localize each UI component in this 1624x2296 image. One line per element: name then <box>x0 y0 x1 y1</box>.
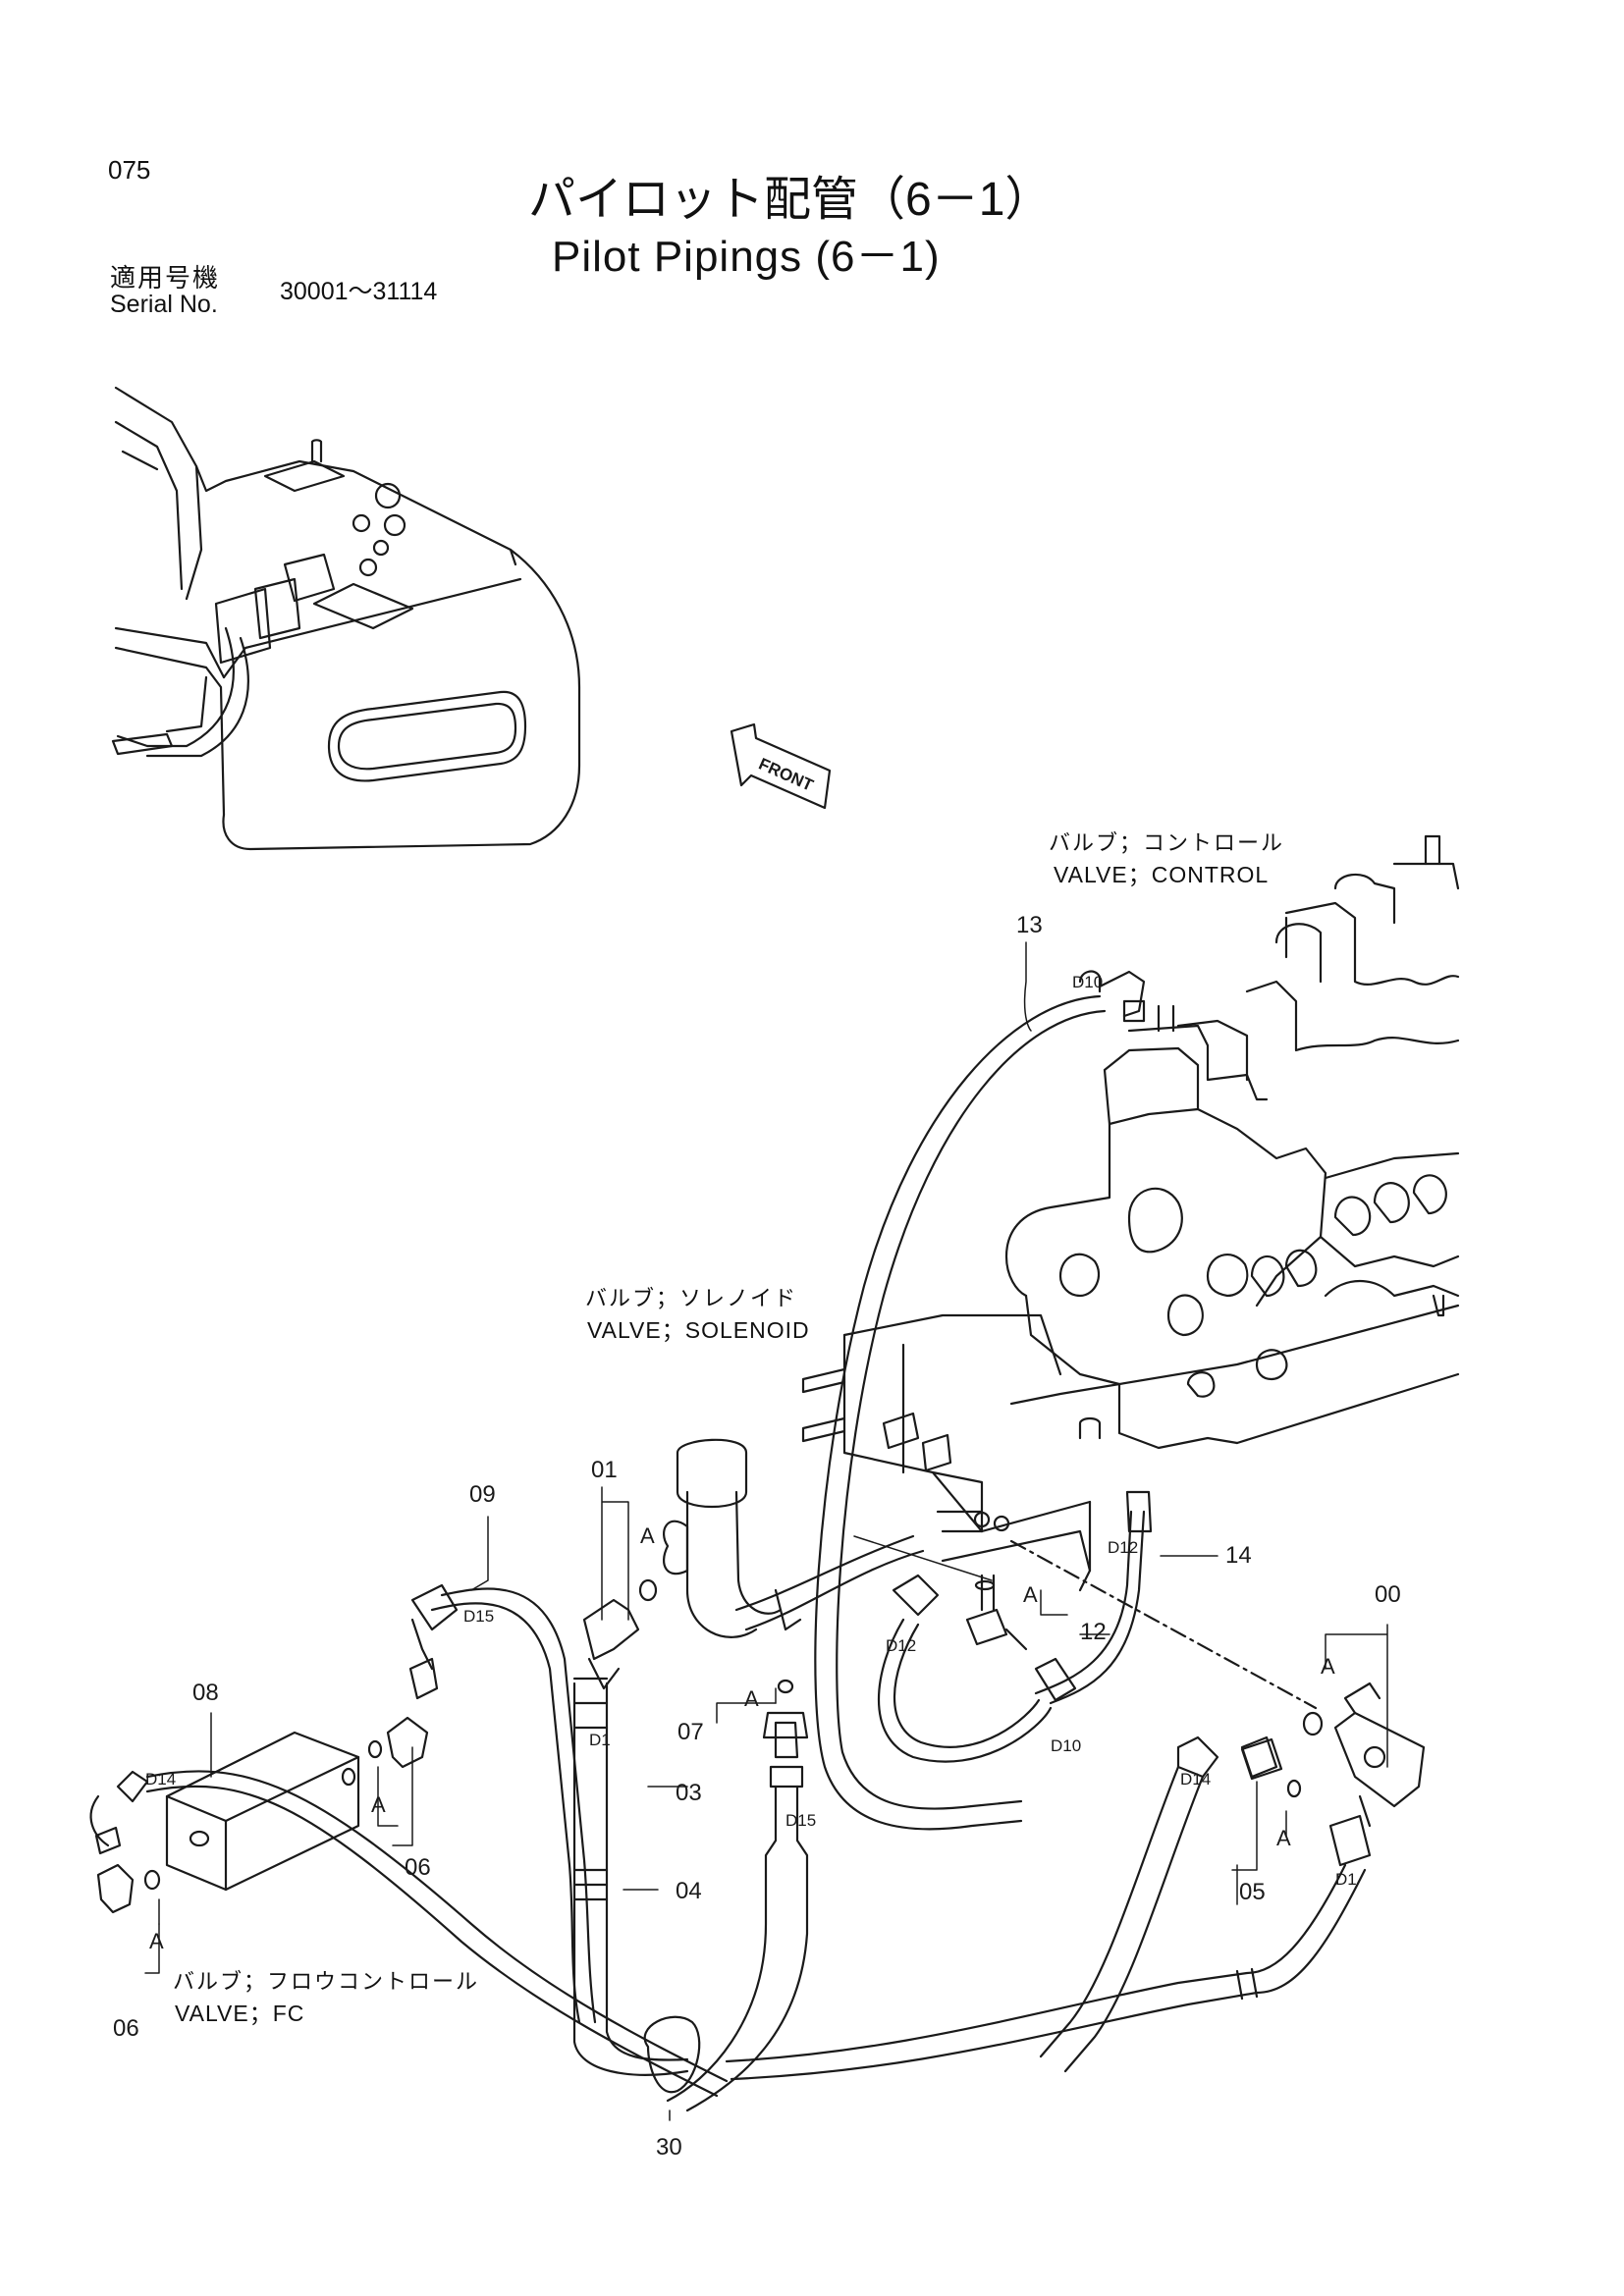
port-code-d10-top: D10 <box>1072 973 1103 991</box>
control-valve-label-japanese: バルブ；コントロール <box>1049 830 1285 855</box>
detail-mark-a-12: A <box>1023 1582 1038 1607</box>
elbow-fitting-01 <box>582 1578 658 1690</box>
centerline <box>1009 1539 1318 1710</box>
control-valve-label-english: VALVE；CONTROL <box>1054 862 1270 887</box>
detail-mark-a-05: A <box>1276 1826 1291 1850</box>
port-code-d1-03: D1 <box>589 1731 611 1749</box>
part-number-14: 14 <box>1225 1542 1252 1569</box>
port-code-d1-right: D1 <box>1335 1870 1357 1889</box>
frame-edge <box>1009 1304 1460 1406</box>
part-number-00: 00 <box>1375 1581 1401 1608</box>
tee-fitting-12 <box>965 1574 1028 1651</box>
machine-overview-illustration <box>111 386 581 851</box>
fc-valve-label-japanese: バルブ；フロウコントロール <box>173 1969 480 1994</box>
fitting-06-lower <box>96 1863 161 1914</box>
fc-valve-block <box>165 1731 360 1892</box>
detail-mark-a-06-upper: A <box>371 1792 386 1817</box>
port-code-d12-14: D12 <box>1108 1538 1138 1557</box>
clamp-30 <box>643 2015 701 2094</box>
serial-range: 30001～31114 <box>280 278 438 305</box>
port-code-d15-07: D15 <box>785 1811 816 1830</box>
port-code-d12-12: D12 <box>886 1636 916 1655</box>
part-number-06-lower: 06 <box>113 2015 139 2042</box>
detail-mark-a-01: A <box>640 1523 655 1548</box>
part-number-30: 30 <box>656 2134 682 2161</box>
page-title-japanese: パイロット配管（6－1） <box>528 174 1053 226</box>
serial-label-japanese: 適用号機 <box>110 263 221 293</box>
control-valve-body <box>1004 834 1460 1450</box>
callout-leaders <box>144 941 1388 2121</box>
fitting-07 <box>762 1679 809 1739</box>
detail-mark-a-07: A <box>744 1686 759 1711</box>
solenoid-valve-label-japanese: バルブ；ソレノイド <box>585 1286 798 1310</box>
fc-valve-label-english: VALVE；FC <box>175 2001 305 2026</box>
fitting-05 <box>1240 1737 1302 1798</box>
page-title-english: Pilot Pipings (6－1) <box>552 233 941 281</box>
part-number-03: 03 <box>676 1780 702 1806</box>
pipe-09 <box>408 1583 597 2024</box>
fitting-00 <box>1302 1682 1426 1828</box>
detail-mark-a-06-lower: A <box>149 1929 164 1953</box>
fitting-d10-top <box>1098 970 1146 1023</box>
part-number-01: 01 <box>591 1457 618 1483</box>
serial-label-english: Serial No. <box>110 291 218 318</box>
part-number-12: 12 <box>1080 1619 1107 1645</box>
port-code-d14-left: D14 <box>145 1770 176 1789</box>
port-code-d15-09: D15 <box>463 1607 494 1626</box>
port-code-d10-lower: D10 <box>1051 1736 1081 1755</box>
part-number-13: 13 <box>1016 912 1043 938</box>
fitting-06-upper <box>367 1716 429 1769</box>
port-code-d14-right: D14 <box>1180 1770 1211 1789</box>
solenoid-valve-block <box>801 1313 1092 1592</box>
pipe-13 <box>814 994 1107 1831</box>
leader-to-12 <box>853 1535 993 1581</box>
part-number-08: 08 <box>192 1680 219 1706</box>
front-direction-arrow: FRONT <box>730 722 832 810</box>
part-number-07: 07 <box>677 1719 704 1745</box>
part-number-04: 04 <box>676 1878 702 1904</box>
part-number-06-upper: 06 <box>405 1854 431 1881</box>
part-number-09: 09 <box>469 1481 496 1508</box>
pipe-07-d15 <box>666 1721 809 2112</box>
part-number-05: 05 <box>1239 1879 1266 1905</box>
solenoid-valve-label-english: VALVE；SOLENOID <box>587 1317 810 1343</box>
pipe-d1-right <box>725 1814 1372 2081</box>
pipe-03-04 <box>572 1677 689 2076</box>
pipe-d12-d10 <box>877 1490 1153 1763</box>
solenoid-outlet-elbow <box>662 1438 925 1638</box>
page-number: 075 <box>108 155 151 185</box>
pipe-08 <box>89 1770 729 2098</box>
detail-mark-a-00: A <box>1321 1654 1335 1679</box>
